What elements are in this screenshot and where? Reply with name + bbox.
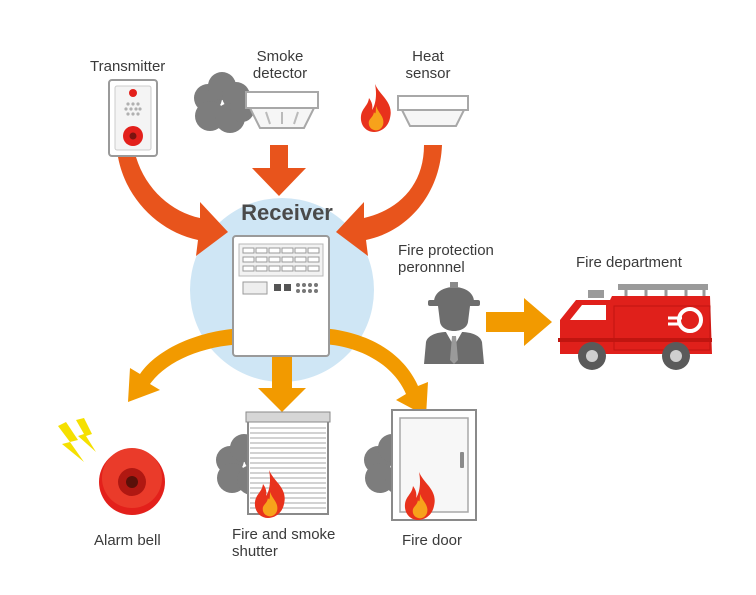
arrow-smoke-detector-to-receiver: [252, 145, 306, 196]
fire-department-label: Fire department: [576, 254, 682, 271]
arrow-receiver-to-alarm-bell: [128, 328, 244, 402]
fire-protection-label-line2: peronnnel: [398, 259, 465, 276]
smoke-detector-icon: [245, 91, 319, 129]
flame-icon: [360, 84, 391, 132]
shutter-label: Fire and smoke shutter: [232, 526, 335, 560]
receiver-panel-icon: [232, 235, 330, 357]
output-arrows: [128, 298, 552, 416]
fire-door-icon: [391, 409, 477, 521]
smoke-detector-label-line1: Smoke: [256, 48, 304, 65]
fire-door-label: Fire door: [402, 532, 463, 549]
fire-protection-label-line1: Fire protection: [398, 242, 494, 259]
shutter-label-line1: Fire and smoke: [232, 526, 336, 543]
arrow-personnel-to-fire-department: [486, 298, 552, 346]
smoke-detector-label-line2: detector: [252, 65, 308, 82]
arrow-receiver-to-shutter: [258, 330, 306, 412]
heat-sensor-label-line1: Heat: [412, 48, 444, 65]
alarm-bell-icon: [99, 448, 165, 515]
alarm-bell-label: Alarm bell: [94, 532, 161, 549]
fire-truck-icon: [558, 284, 712, 370]
shutter-label-line2: shutter: [232, 543, 278, 560]
firefighter-icon: [424, 282, 484, 364]
heat-sensor-label-line2: sensor: [405, 65, 451, 82]
heat-sensor-icon: [397, 95, 469, 127]
input-arrows: [118, 145, 442, 256]
arrow-transmitter-to-receiver: [118, 157, 228, 256]
heat-sensor-label: Heat sensor: [396, 48, 460, 82]
transmitter-label: Transmitter: [90, 58, 166, 75]
fire-protection-label: Fire protection peronnnel: [398, 242, 494, 276]
lightning-icon: [58, 418, 96, 462]
arrow-receiver-to-fire-door: [322, 328, 428, 416]
transmitter-icon: [108, 79, 158, 157]
receiver-label: Receiver: [241, 200, 333, 225]
smoke-detector-label: Smoke detector: [240, 48, 320, 82]
arrow-heat-sensor-to-receiver: [336, 145, 442, 256]
